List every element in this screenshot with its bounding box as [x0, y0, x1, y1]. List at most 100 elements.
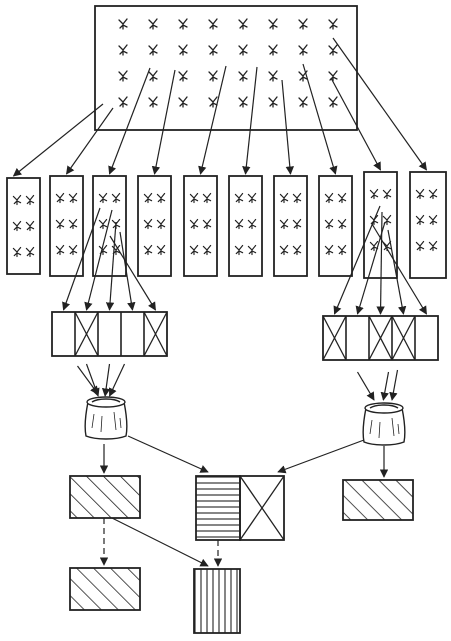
field-sprout-icon: [268, 44, 278, 56]
strip-sprout-icon: [202, 218, 212, 230]
strip-box-3: [92, 175, 127, 277]
sample-to-bag-arrow: [108, 363, 126, 397]
field-sprout-icon: [118, 96, 128, 108]
strip-box-6: [228, 175, 263, 277]
strip-sprout-icon: [12, 194, 22, 206]
strip-sprout-icon: [247, 218, 257, 230]
plot-to-plot-arrow: [111, 517, 209, 567]
field-sprout-icon: [298, 18, 308, 30]
arrows-layer: [12, 37, 428, 567]
strip-sprout-icon: [143, 244, 153, 256]
strip-sprout-icon: [111, 192, 121, 204]
field-sprout-icon: [238, 44, 248, 56]
plot-right: [342, 479, 414, 521]
strip-sprout-icon: [279, 192, 289, 204]
strip-sprout-icon: [55, 192, 65, 204]
strip-sprout-icon: [428, 188, 438, 200]
strip-sprout-icon: [324, 244, 334, 256]
strip-sprout-icon: [292, 218, 302, 230]
strip-sprout-icon: [279, 244, 289, 256]
strip-sprout-icon: [369, 240, 379, 252]
strip-sprout-icon: [111, 244, 121, 256]
field-sprout-icon: [178, 18, 188, 30]
field-to-strip-arrow: [281, 79, 295, 175]
strip-sprout-icon: [68, 218, 78, 230]
field-sprout-icon: [238, 96, 248, 108]
strip-to-sample-arrow: [119, 231, 136, 311]
strip-to-sample-arrow: [376, 211, 385, 315]
field-sprout-icon: [328, 18, 338, 30]
bag-to-plot-arrow: [277, 439, 365, 474]
cross-line: [239, 475, 285, 541]
strip-sprout-icon: [25, 194, 35, 206]
field-sprout-icon: [178, 44, 188, 56]
sample-to-bag-arrow: [380, 371, 390, 401]
field-to-strip-arrow: [198, 65, 227, 175]
strip-sprout-icon: [415, 240, 425, 252]
strip-sprout-icon: [428, 240, 438, 252]
strip-sprout-icon: [382, 240, 392, 252]
cross-line: [368, 315, 393, 361]
strip-sprout-icon: [292, 192, 302, 204]
strip-sprout-icon: [369, 188, 379, 200]
field-sprout-icon: [328, 70, 338, 82]
field-sprout-icon: [118, 70, 128, 82]
strip-sprout-icon: [189, 192, 199, 204]
field-sprout-icon: [208, 96, 218, 108]
strip-sprout-icon: [55, 218, 65, 230]
field-sprout-icon: [208, 44, 218, 56]
field-sprout-icon: [328, 44, 338, 56]
strip-sprout-icon: [12, 220, 22, 232]
strip-box-7: [273, 175, 308, 277]
strip-sprout-icon: [279, 218, 289, 230]
field-sprout-icon: [238, 18, 248, 30]
strip-sprout-icon: [189, 244, 199, 256]
sample-to-bag-arrow: [101, 363, 111, 397]
strip-sprout-icon: [382, 214, 392, 226]
strip-sprout-icon: [415, 214, 425, 226]
field-sprout-icon: [268, 70, 278, 82]
field-sprout-icon: [298, 70, 308, 82]
strip-sprout-icon: [415, 188, 425, 200]
boxes-layer: [6, 5, 447, 634]
field-sprout-icon: [178, 96, 188, 108]
cross-line: [143, 311, 168, 357]
strip-sprout-icon: [55, 244, 65, 256]
strip-to-sample-arrow: [387, 229, 407, 315]
strip-sprout-icon: [156, 244, 166, 256]
cross-line: [74, 311, 99, 357]
strip-sprout-icon: [292, 244, 302, 256]
cross-line: [391, 315, 416, 361]
field-sprout-icon: [118, 18, 128, 30]
strip-sprout-icon: [156, 218, 166, 230]
strip-box-1: [6, 177, 41, 275]
field-to-strip-arrow: [242, 66, 258, 175]
strip-sprout-icon: [202, 244, 212, 256]
sample-to-bag-arrow: [356, 371, 375, 401]
strip-sprout-icon: [98, 192, 108, 204]
field-sprout-icon: [148, 70, 158, 82]
strip-box-4: [137, 175, 172, 277]
field-sprout-icon: [178, 70, 188, 82]
field-sprout-icon: [208, 18, 218, 30]
strip-sprout-icon: [68, 192, 78, 204]
strip-sprout-icon: [247, 192, 257, 204]
strip-sprout-icon: [337, 218, 347, 230]
sample-group-2: [322, 315, 439, 361]
field-sprout-icon: [298, 96, 308, 108]
field-to-strip-arrow: [66, 107, 114, 175]
field-to-strip-arrow: [151, 69, 176, 175]
strip-sprout-icon: [111, 218, 121, 230]
field-sprout-icon: [268, 18, 278, 30]
strip-sprout-icon: [337, 192, 347, 204]
strip-sprout-icon: [12, 246, 22, 258]
strip-sprout-icon: [156, 192, 166, 204]
strip-to-sample-arrow: [84, 209, 113, 311]
bag-to-plot-arrow: [127, 435, 209, 473]
strip-sprout-icon: [324, 218, 334, 230]
field-sprout-icon: [148, 18, 158, 30]
seed-bag-icon: [362, 402, 406, 446]
plot-center-left: [195, 475, 241, 541]
strip-box-9: [363, 171, 398, 279]
